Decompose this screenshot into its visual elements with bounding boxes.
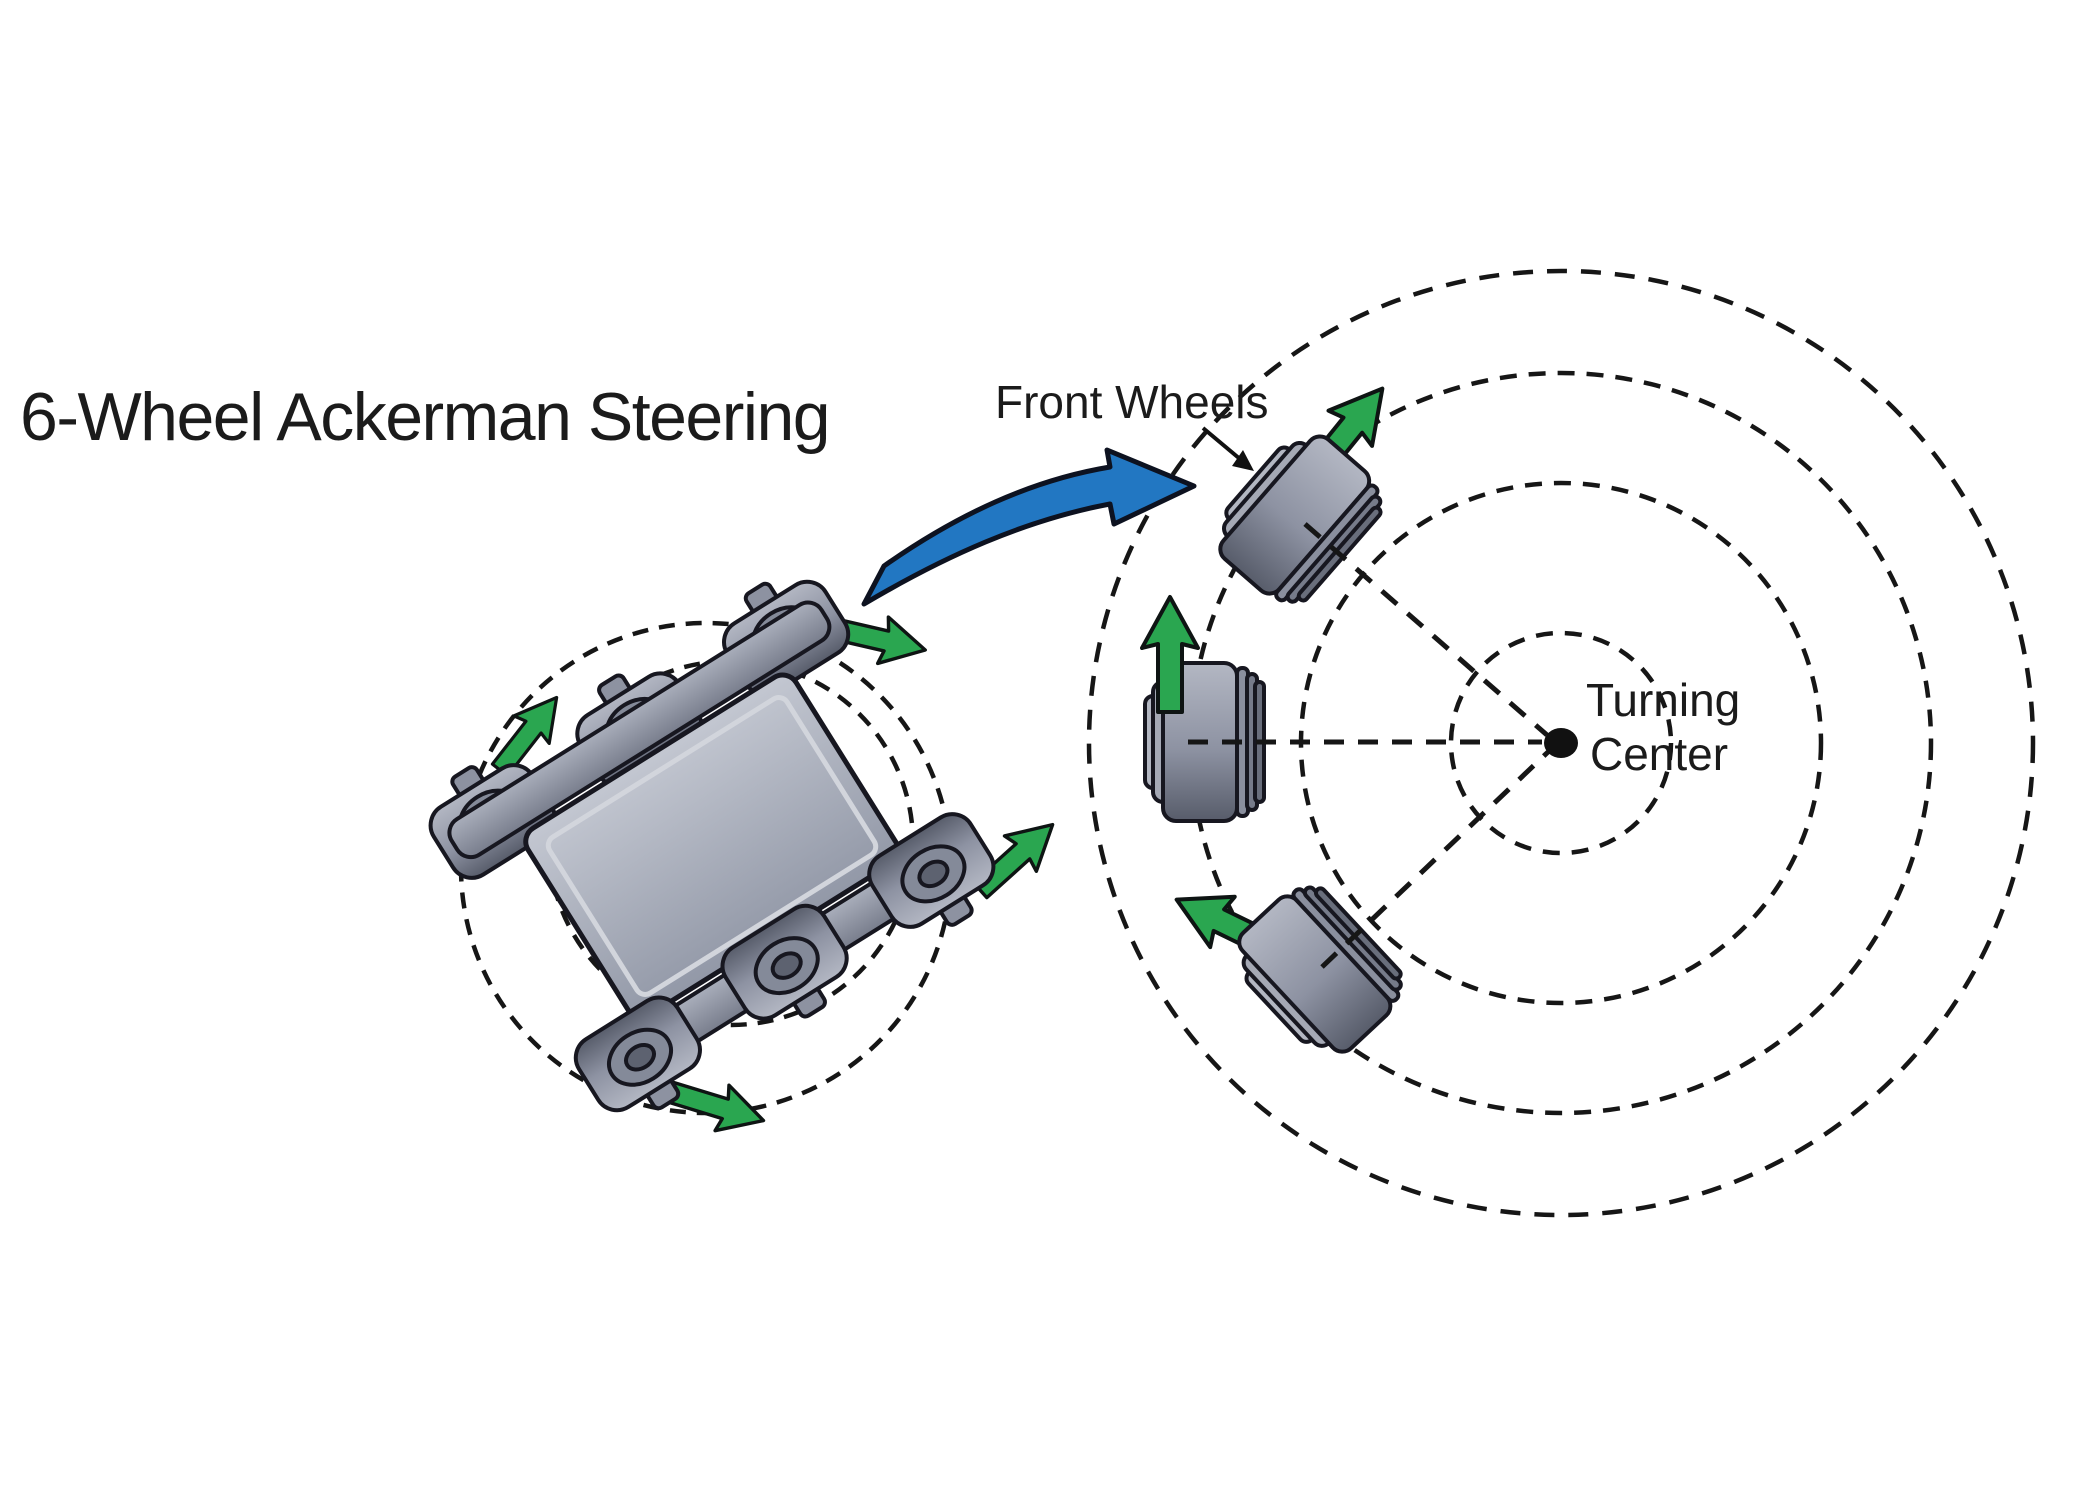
rover-group xyxy=(410,556,1014,1136)
turning-center-label-line1: Turning xyxy=(1586,674,1740,726)
front-wheels-label: Front Wheels xyxy=(995,376,1269,428)
turning-circle-1 xyxy=(1448,630,1674,856)
curved-turn-arrow xyxy=(861,447,1197,607)
rover-rail-far xyxy=(447,600,832,860)
radial-line-front xyxy=(1303,522,1549,737)
rear-wheel xyxy=(1218,870,1418,1072)
rover-body xyxy=(523,672,901,1020)
turning-center-label-line2: Center xyxy=(1590,728,1728,780)
turning-center-dot xyxy=(1544,728,1578,758)
turning-circle-4 xyxy=(1086,268,2036,1218)
radial-line-rear xyxy=(1320,750,1550,969)
diagram-title: 6-Wheel Ackerman Steering xyxy=(20,379,829,455)
front-wheels-pointer-arrow xyxy=(1201,426,1254,471)
rover-body-bevel xyxy=(545,695,879,997)
